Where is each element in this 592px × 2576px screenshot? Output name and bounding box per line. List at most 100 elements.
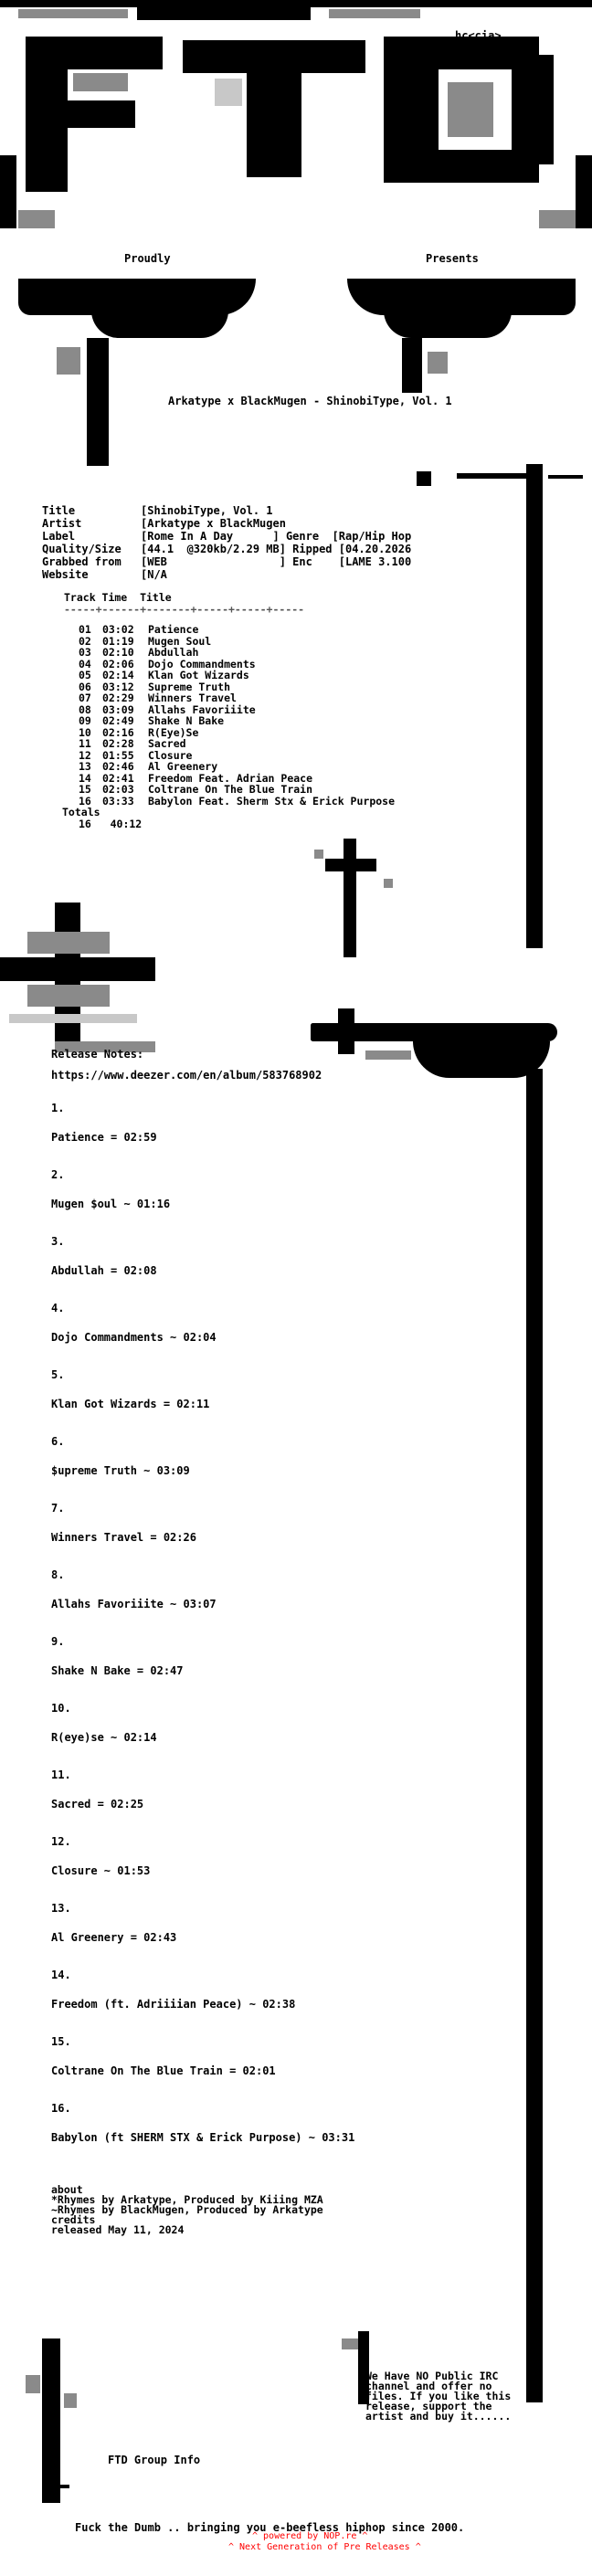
tracklist-header: Track Time Title [64,591,172,604]
irc-line: channel and offer no [365,2380,492,2392]
about-line: released May 11, 2024 [51,2223,185,2236]
info-row: Label[Rome In A Day ] Genre [Rap/Hip Hop [42,530,412,543]
track-time: 01:55 [102,748,134,762]
track-time: 03:33 [102,794,134,808]
tracklist-rule: -----+------+-------+-----+-----+----- [64,602,305,616]
track-time: 02:03 [102,783,134,796]
info-table: Title[ShinobiType, Vol. 1 Artist[Arkatyp… [42,504,411,581]
note-number: 9. [51,1635,65,1648]
note-line: Closure ~ 01:53 [51,1864,151,1877]
info-corner-mark [417,471,431,486]
info-row: Grabbed from[WEB ] Enc [LAME 3.100 [42,555,412,568]
note-number: 7. [51,1502,65,1515]
note-number: 10. [51,1702,71,1715]
track-number: 04 [79,657,91,670]
track-number: 12 [79,748,91,762]
track-title: Klan Got Wizards [148,669,249,681]
track-number: 01 [79,623,91,636]
note-number: 8. [51,1568,65,1581]
note-line: Abdullah = 02:08 [51,1264,157,1277]
track-title: Freedom Feat. Adrian Peace [148,771,313,785]
irc-line: We Have NO Public IRC [365,2370,499,2382]
info-right-tick [548,475,583,479]
irc-line: release, support the [365,2400,492,2412]
track-number: 15 [79,783,91,796]
notes-right-bar [526,1069,543,2402]
track-number: 10 [79,725,91,739]
irc-line: files. If you like this [365,2390,512,2402]
about-line: credits [51,2213,96,2226]
note-number: 2. [51,1168,65,1181]
track-time: 03:12 [102,680,134,693]
track-title: Shake N Bake [148,714,225,727]
track-title: Abdullah [148,646,199,659]
track-title: Closure [148,748,193,762]
notes-heading: Release Notes: [51,1048,144,1061]
about-block: about *Rhymes by Arkatype, Produced by K… [51,2184,323,2236]
track-number: 02 [79,634,91,648]
track-row: 05 02:14 Klan Got Wizards [79,670,395,681]
track-title: Winners Travel [148,692,237,704]
note-number: 16. [51,2102,71,2115]
powered-by: ^ powered by NOP.re ^ [252,2531,368,2541]
track-number: 13 [79,760,91,773]
info-row: Website[N/A [42,568,167,581]
track-title: Al Greenery [148,760,218,773]
note-line: Al Greenery = 02:43 [51,1931,177,1944]
note-line: Shake N Bake = 02:47 [51,1664,184,1677]
about-line: *Rhymes by Arkatype, Produced by Kiiing … [51,2193,323,2206]
note-number: 14. [51,1969,71,1981]
track-title: Mugen Soul [148,634,212,648]
note-line: $upreme Truth ~ 03:09 [51,1464,190,1477]
track-number: 16 [79,794,91,808]
track-row: 12 01:55 Closure [79,748,395,762]
track-title: Babylon Feat. Sherm Stx & Erick Purpose [148,794,396,808]
notes-url: https://www.deezer.com/en/album/58376890… [51,1069,322,1082]
track-number: 03 [79,646,91,659]
note-line: Klan Got Wizards = 02:11 [51,1398,210,1410]
totals-value: 16 40:12 [79,817,143,830]
about-line: ~Rhymes by BlackMugen, Produced by Arkat… [51,2203,323,2216]
track-title: Supreme Truth [148,680,231,693]
info-row: Artist[Arkatype x BlackMugen [42,517,286,530]
track-time: 02:06 [102,657,134,670]
note-line: R(eye)se ~ 02:14 [51,1731,157,1744]
track-title: Dojo Commandments [148,657,256,670]
track-time: 01:19 [102,634,134,648]
note-number: 1. [51,1102,65,1114]
track-number: 05 [79,669,91,681]
group-info: FTD Group Info [108,2454,201,2466]
note-line: Patience = 02:59 [51,1131,157,1144]
track-number: 07 [79,692,91,704]
next-gen-text: ^ Next Generation of Pre Releases ^ [228,2542,421,2552]
track-time: 02:14 [102,669,134,681]
track-number: 14 [79,771,91,785]
tagline: Fuck the Dumb .. bringing you e-beefless… [75,2521,465,2534]
totals-label: Totals [62,806,100,818]
track-number: 08 [79,702,91,716]
note-number: 3. [51,1235,65,1248]
note-number: 6. [51,1435,65,1448]
track-row: 02 01:19 Mugen Soul [79,634,395,648]
note-line: Allahs Favoriiite ~ 03:07 [51,1598,217,1610]
irc-line: artist and buy it...... [365,2410,512,2423]
info-row: Quality/Size[44.1 @320kb/2.29 MB] Ripped… [42,543,412,555]
note-line: Coltrane On The Blue Train = 02:01 [51,2064,276,2077]
track-time: 03:09 [102,702,134,716]
note-number: 5. [51,1368,65,1381]
note-number: 15. [51,2035,71,2048]
info-right-stroke [457,473,526,479]
track-number: 11 [79,737,91,750]
track-time: 02:28 [102,737,134,750]
header-tag: hc<cia> [455,29,502,42]
track-title: Patience [148,623,199,636]
track-time: 03:02 [102,623,134,636]
